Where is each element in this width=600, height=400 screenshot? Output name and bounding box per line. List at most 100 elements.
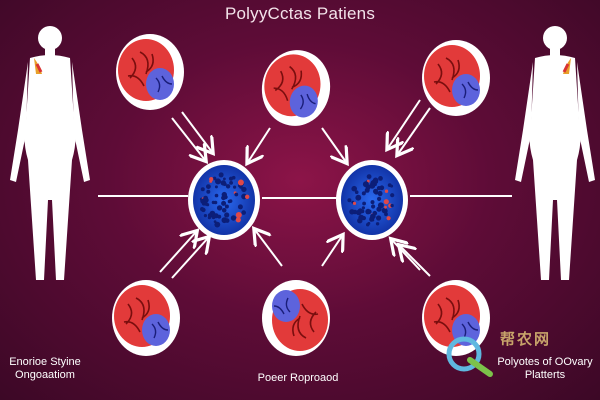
caption-right: Polyotes of OOvary Platterts	[497, 356, 593, 381]
arrow-icon	[321, 236, 342, 267]
ovary-tissue-icon-top-right	[421, 39, 491, 117]
cell-dot	[218, 172, 224, 178]
cell-dot	[361, 206, 365, 210]
female-silhouette-icon-right	[513, 24, 597, 282]
cell-dot	[207, 213, 212, 218]
cell-dot	[206, 203, 210, 207]
cell-dot	[352, 201, 357, 205]
female-silhouette-icon-left	[8, 24, 92, 282]
cell-dot	[370, 200, 375, 205]
cell-dot	[214, 185, 218, 189]
cell-dot	[235, 212, 242, 218]
cell-dot	[390, 193, 395, 198]
cell-dot	[387, 183, 392, 188]
cell-dot	[228, 176, 234, 181]
cell-dot	[377, 196, 382, 201]
cell-dot	[366, 174, 372, 180]
cell-dot	[227, 199, 232, 204]
ovary-tissue-icon-top-center	[255, 43, 337, 133]
ovary-tissue-icon-bottom-right	[421, 279, 491, 357]
arrow-icon	[398, 107, 431, 154]
cell-dot	[375, 222, 380, 226]
cell-dot	[234, 192, 239, 197]
cell-dot	[209, 179, 213, 183]
cell-dot	[351, 185, 358, 192]
cell-dot	[370, 213, 376, 220]
arrow-icon	[248, 127, 271, 162]
cell-dot	[362, 181, 369, 188]
cell-dot	[215, 178, 221, 185]
caption-center: Poeer Roproaod	[257, 372, 339, 384]
cell-dot	[366, 223, 370, 227]
arrow-icon	[388, 99, 421, 148]
cell-dot	[354, 190, 359, 194]
cell-dot	[390, 203, 394, 208]
cell-dot	[241, 186, 247, 193]
cell-cluster-icon-right	[336, 160, 408, 240]
ovary-tissue-icon-top-left	[115, 33, 185, 111]
cell-dot	[203, 195, 209, 201]
cell-dot	[376, 215, 382, 221]
cell-dot	[203, 214, 207, 218]
cell-dot	[376, 208, 380, 212]
cell-dot	[224, 204, 229, 209]
cell-dot	[371, 204, 376, 209]
arrow-icon	[181, 111, 212, 152]
cell-dot	[224, 212, 230, 218]
diagram-title: PolyyCctas Patiens	[224, 4, 376, 23]
watermark-text: 帮农网	[500, 331, 552, 348]
cell-dot	[221, 208, 227, 213]
cell-dot	[383, 209, 388, 213]
cell-dot	[360, 209, 365, 214]
cell-dot	[349, 209, 355, 215]
cell-dot	[378, 176, 383, 181]
cell-dot	[373, 179, 379, 184]
arrow-icon	[171, 117, 205, 160]
cell-dot	[237, 204, 243, 210]
cell-dot	[362, 191, 366, 195]
cell-dot	[206, 184, 211, 190]
cell-dot	[241, 210, 246, 215]
cell-dot	[373, 188, 379, 194]
cell-dot	[364, 187, 370, 193]
cell-dot	[220, 180, 226, 186]
arrow-icon	[321, 127, 346, 162]
cell-dot	[221, 200, 227, 206]
cell-dot	[224, 218, 230, 223]
arrow-icon	[400, 246, 431, 277]
cell-dot	[233, 185, 237, 189]
ovary-tissue-icon-bottom-left	[111, 279, 181, 357]
cell-dot	[214, 193, 219, 198]
cell-dot	[201, 201, 206, 206]
cell-dot	[212, 176, 217, 181]
cell-dot	[225, 184, 231, 189]
cell-dot	[214, 221, 221, 228]
cell-dot	[384, 189, 389, 193]
logo-icon	[446, 336, 493, 377]
cell-dot	[217, 214, 222, 219]
cell-dot	[377, 190, 383, 196]
cell-dot	[245, 194, 250, 199]
arrow-icon	[171, 238, 208, 279]
cell-dot	[235, 217, 241, 223]
cell-dot	[200, 187, 205, 192]
cell-dot	[223, 177, 226, 181]
arrow-icon	[159, 232, 196, 273]
cell-dot	[386, 216, 391, 221]
cell-dot	[213, 200, 218, 205]
cell-dot	[229, 181, 234, 185]
cell-dot	[362, 201, 366, 206]
cell-dot	[230, 215, 237, 221]
cell-dot	[223, 194, 228, 200]
cell-dot	[355, 194, 362, 201]
cell-dot	[365, 208, 371, 215]
cell-dot	[237, 179, 244, 186]
cell-dot	[206, 189, 211, 194]
caption-left: Enorioe Styine Ongoaatiom	[9, 356, 81, 381]
arrow-icon	[255, 230, 283, 267]
cell-dot	[357, 218, 363, 224]
cell-dot	[383, 199, 389, 205]
cell-dot	[369, 182, 376, 189]
cell-dot	[384, 205, 387, 209]
